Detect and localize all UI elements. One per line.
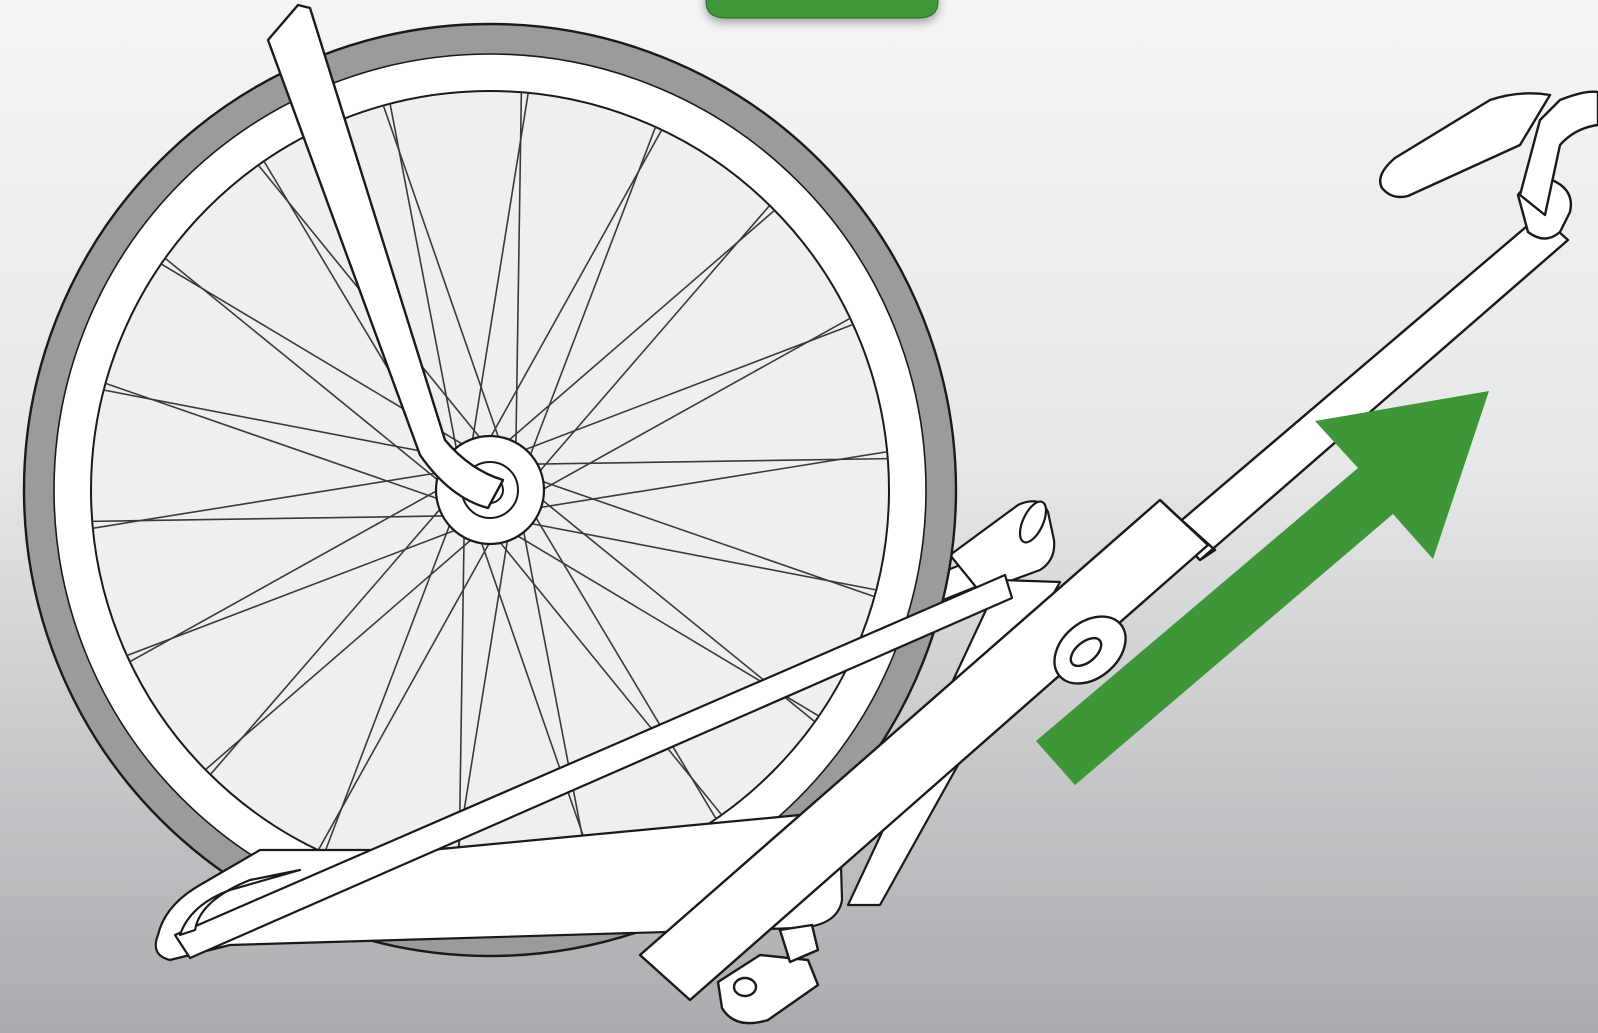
step-tab-icon — [706, 0, 938, 18]
